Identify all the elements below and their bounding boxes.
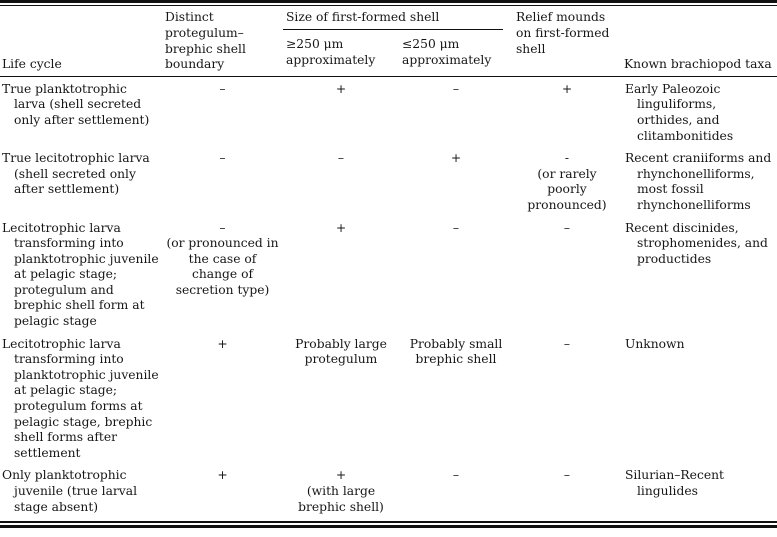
- cell-boundary: –: [162, 151, 283, 213]
- cell-value: –: [219, 81, 226, 96]
- cell-value: +: [335, 220, 347, 235]
- cell-value: +: [450, 151, 462, 166]
- header-boundary: Distinct protegulum–brephic shell bounda…: [165, 10, 246, 72]
- cell-taxa: Early Paleozoic linguliforms, orthides, …: [625, 81, 734, 143]
- header-size-group: Size of first-formed shell: [283, 10, 503, 30]
- header-size-large: ≥250 μm approximately: [286, 37, 376, 67]
- cell-value: Probably large protegulum: [295, 336, 387, 367]
- cell-size-large: –: [283, 151, 399, 213]
- cell-size-small: –: [399, 82, 513, 144]
- cell-relief: +: [513, 82, 621, 144]
- cell-value: -: [564, 151, 570, 166]
- cell-life-cycle: True planktotrophic larva (shell secrete…: [2, 81, 150, 127]
- cell-note: (or rarely poorly pronounced): [527, 166, 607, 212]
- cell-value: +: [217, 336, 228, 351]
- cell-life-cycle: Only planktotrophic juvenile (true larva…: [2, 468, 138, 514]
- cell-relief: –: [513, 468, 621, 515]
- cell-taxa: Silurian–Recent lingulides: [625, 468, 724, 499]
- cell-taxa: Unknown: [625, 336, 685, 351]
- cell-size-small: Probably small brephic shell: [399, 337, 513, 462]
- header-relief: Relief mounds on first-formed shell: [516, 10, 610, 56]
- table-bottom-rule-thick: [0, 524, 777, 528]
- cell-value: –: [452, 81, 460, 96]
- table-body: True planktotrophic larva (shell secrete…: [0, 77, 777, 521]
- cell-relief: –: [513, 337, 621, 462]
- cell-boundary: –(or pronounced in the case of change of…: [162, 221, 283, 330]
- table-top-rule-thin: [0, 5, 777, 7]
- cell-value: +: [335, 81, 347, 96]
- cell-value: –: [337, 151, 345, 166]
- cell-value: +: [335, 468, 347, 483]
- header-taxa: Known brachiopod taxa: [624, 57, 772, 72]
- table-row: True planktotrophic larva (shell secrete…: [0, 81, 777, 150]
- cell-value: –: [563, 468, 571, 483]
- cell-taxa: Recent discinides, strophomenides, and p…: [625, 220, 768, 266]
- table-header-row: Life cycle Distinct protegulum–brephic s…: [0, 6, 777, 77]
- header-life-cycle: Life cycle: [2, 57, 62, 72]
- cell-taxa: Recent craniiforms and rhynchonelliforms…: [625, 151, 772, 212]
- cell-boundary: –: [162, 82, 283, 144]
- cell-value: –: [219, 151, 226, 166]
- cell-value: +: [217, 468, 228, 483]
- cell-value: –: [452, 220, 460, 235]
- header-size-small: ≤250 μm approximately: [402, 37, 492, 67]
- cell-size-large: Probably large protegulum: [283, 337, 399, 462]
- table-top-rule-thick: [0, 0, 777, 3]
- cell-relief: -(or rarely poorly pronounced): [513, 151, 621, 213]
- cell-size-small: +: [399, 151, 513, 213]
- cell-value: –: [563, 220, 571, 235]
- cell-relief: –: [513, 221, 621, 330]
- table-row: Only planktotrophic juvenile (true larva…: [0, 467, 777, 521]
- cell-value: +: [561, 81, 573, 96]
- cell-size-large: +: [283, 82, 399, 144]
- cell-life-cycle: True lecitotrophic larva (shell secreted…: [2, 151, 150, 197]
- cell-boundary: +: [162, 468, 283, 515]
- cell-size-small: –: [399, 468, 513, 515]
- table-bottom-rule-thin: [0, 521, 777, 523]
- cell-boundary: +: [162, 337, 283, 462]
- cell-size-large: +: [283, 221, 399, 330]
- cell-size-small: –: [399, 221, 513, 330]
- cell-life-cycle: Lecitotrophic larva transforming into pl…: [2, 336, 159, 460]
- cell-note: (or pronounced in the case of change of …: [166, 236, 279, 297]
- table-row: Lecitotrophic larva transforming into pl…: [0, 336, 777, 468]
- cell-value: –: [563, 336, 571, 351]
- cell-value: Probably small brephic shell: [409, 336, 503, 367]
- cell-value: –: [219, 220, 226, 235]
- cell-note: (with large brephic shell): [298, 484, 384, 514]
- cell-life-cycle: Lecitotrophic larva transforming into pl…: [2, 220, 159, 329]
- table-row: Lecitotrophic larva transforming into pl…: [0, 220, 777, 336]
- cell-value: –: [452, 468, 460, 483]
- cell-size-large: +(with large brephic shell): [283, 468, 399, 515]
- table-row: True lecitotrophic larva (shell secreted…: [0, 150, 777, 219]
